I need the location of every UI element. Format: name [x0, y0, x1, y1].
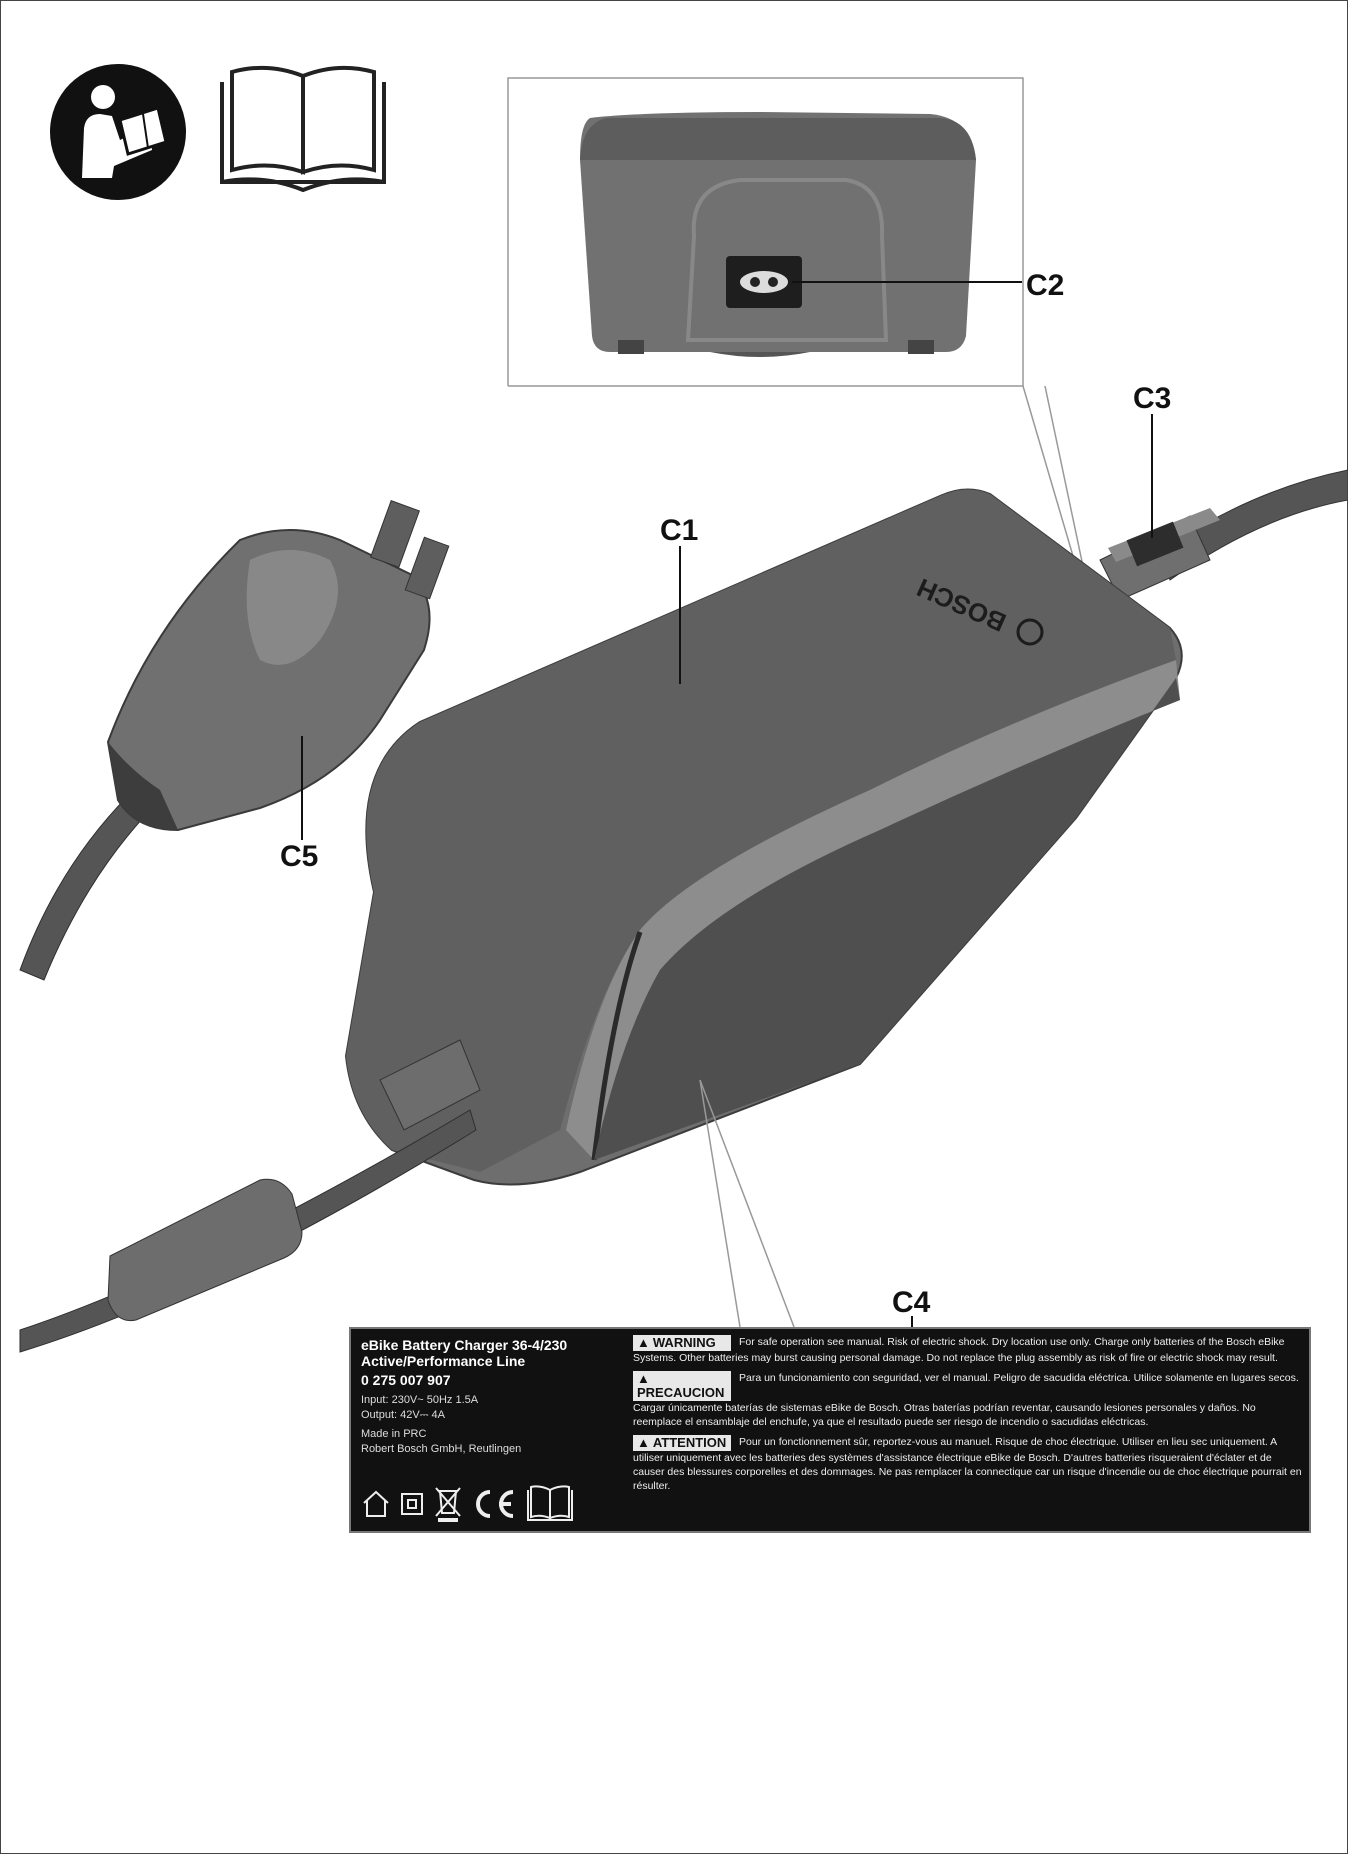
warning-triangle-icon: ▲: [637, 1435, 650, 1450]
warning-es: ▲PRECAUCIONPara un funcionamiento con se…: [633, 1371, 1305, 1429]
label-manufacturer: Robert Bosch GmbH, Reutlingen: [361, 1443, 522, 1455]
indoor-house-icon: [363, 1490, 389, 1517]
callout-c4: C4: [892, 1286, 931, 1319]
battery-plug-c5: [19, 500, 450, 981]
manual-book-icon: [220, 65, 386, 193]
label-title-line2: Active/Performance Line: [361, 1353, 526, 1369]
label-input-rating: Input: 230V~ 50Hz 1.5A: [361, 1394, 479, 1406]
weee-bin-icon: [435, 1487, 461, 1522]
warning-tag-es: ▲PRECAUCION: [633, 1371, 731, 1401]
label-icons: [361, 1482, 575, 1526]
warning-triangle-icon: ▲: [637, 1371, 650, 1386]
warning-tag-en: ▲WARNING: [633, 1335, 731, 1351]
warning-tag-fr: ▲ATTENTION: [633, 1435, 731, 1451]
double-insulation-icon: [401, 1493, 423, 1515]
callout-c5: C5: [280, 840, 318, 873]
label-origin: Made in PRC: [361, 1428, 427, 1440]
warning-text-fr: Pour un fonctionnement sûr, reportez-vou…: [633, 1436, 1302, 1492]
label-output-rating: Output: 42V⎓ 4A: [361, 1409, 445, 1421]
charger-back-view: [580, 112, 976, 357]
dc-output-plug-c3: [1099, 469, 1348, 601]
label-title-line1: eBike Battery Charger 36-4/230: [361, 1337, 568, 1353]
warning-triangle-icon: ▲: [637, 1335, 650, 1350]
callout-c2: C2: [1026, 269, 1064, 302]
charger-body-c1: BOSCH: [344, 488, 1183, 1186]
callout-c1: C1: [660, 514, 698, 547]
warning-text-es: Para un funcionamiento con seguridad, ve…: [633, 1372, 1299, 1428]
label-specs: eBike Battery Charger 36-4/230 Active/Pe…: [361, 1337, 631, 1457]
read-manual-person-icon: [50, 64, 186, 200]
callout-c3: C3: [1133, 382, 1171, 415]
ac-mains-cable: [19, 1039, 481, 1353]
warning-text-en: For safe operation see manual. Risk of e…: [633, 1336, 1285, 1364]
label-part-number: 0 275 007 907: [361, 1372, 451, 1388]
product-rating-label: eBike Battery Charger 36-4/230 Active/Pe…: [349, 1327, 1311, 1533]
small-manual-book-icon: [527, 1485, 573, 1521]
ce-mark-icon: [476, 1490, 514, 1518]
